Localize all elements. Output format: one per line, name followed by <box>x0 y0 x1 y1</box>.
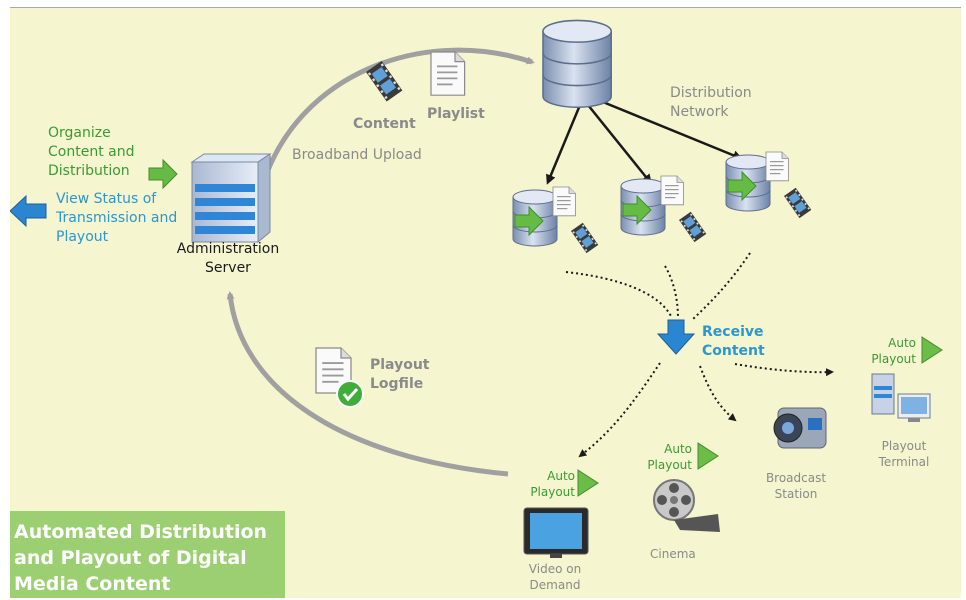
server-icon <box>190 153 272 244</box>
organize-label: Organize Content and Distribution <box>48 125 135 179</box>
distribution-database-2 <box>620 175 707 243</box>
play-icon-terminal <box>921 336 943 364</box>
camera-icon <box>773 407 827 449</box>
film-reel-icon <box>653 479 720 532</box>
playout-logfile-label: Playout Logfile <box>370 357 430 392</box>
distribution-network-label: Distribution Network <box>670 85 752 120</box>
play-icon-cinema <box>697 442 719 470</box>
view-status-arrow-icon <box>10 194 47 228</box>
diagram-canvas: Organize Content and Distribution View S… <box>10 8 961 598</box>
title-box: Automated Distribution and Playout of Di… <box>10 511 285 598</box>
distribution-database-3 <box>725 151 812 219</box>
play-icon-vod <box>577 469 599 497</box>
broadband-upload-label: Broadband Upload <box>292 147 422 163</box>
receive-content-label: Receive Content <box>702 324 765 359</box>
document-icon <box>430 51 466 97</box>
monitor-icon <box>523 507 589 558</box>
playout-terminal-label: Playout Terminal <box>878 439 930 469</box>
content-label: Content <box>353 116 416 132</box>
database-icon <box>542 19 612 109</box>
broadcast-station-label: Broadcast Station <box>765 471 827 501</box>
logfile-return-arrow <box>226 291 509 477</box>
terminal-icon <box>871 373 931 422</box>
auto-playout-cinema-label: Auto Playout <box>647 442 692 472</box>
playlist-label: Playlist <box>427 106 485 122</box>
auto-playout-vod-label: Auto Playout <box>530 469 575 499</box>
receive-content-arrow-icon <box>656 319 696 355</box>
diagram-title: Automated Distribution and Playout of Di… <box>14 521 268 595</box>
auto-playout-terminal-label: Auto Playout <box>871 336 916 366</box>
admin-server-label: Administration Server <box>176 241 280 276</box>
diagram-graphics <box>10 19 943 558</box>
distribution-database-1 <box>512 186 599 254</box>
checkmark-icon <box>336 380 364 408</box>
video-on-demand-label: Video on Demand <box>528 562 582 592</box>
cinema-label: Cinema <box>650 547 696 561</box>
top-border <box>10 7 961 8</box>
view-status-label: View Status of Transmission and Playout <box>56 191 178 245</box>
